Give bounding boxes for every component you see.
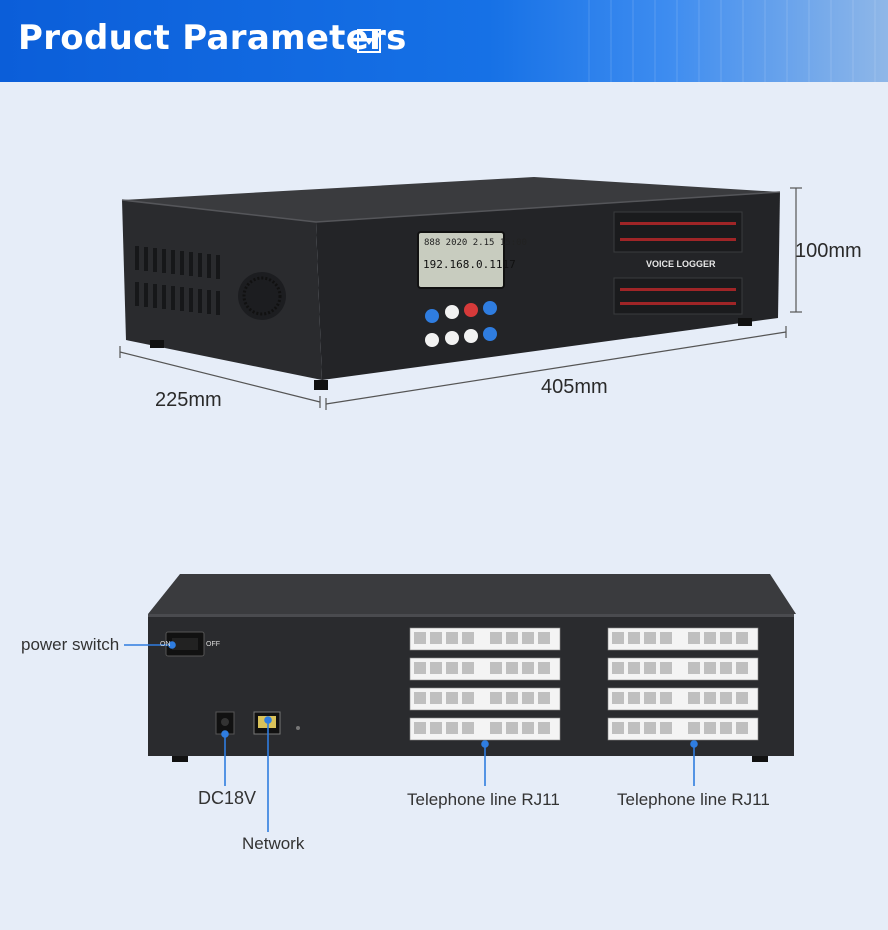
lcd-line-1: 888 2020 2.15 15:00 [424, 238, 527, 248]
switch-on-label: ON [160, 641, 171, 648]
callout-dc: DC18V [198, 788, 257, 808]
page-title: Product Parameters [18, 18, 407, 58]
switch-off-label: OFF [206, 641, 220, 648]
callout-telephone-left: Telephone line RJ11 [407, 790, 560, 809]
width-dimension: 405mm [541, 376, 608, 398]
depth-dimension: 225mm [155, 389, 222, 411]
callout-power-switch: power switch [21, 635, 120, 654]
height-dimension: 100mm [795, 240, 862, 262]
panel-label: VOICE LOGGER [646, 259, 716, 269]
callout-network: Network [242, 834, 305, 853]
chevron-down-icon[interactable] [357, 29, 381, 53]
lcd-display [417, 231, 505, 289]
lcd-line-2: 192.168.0.1117 [423, 258, 516, 271]
callout-telephone-right: Telephone line RJ11 [617, 790, 770, 809]
header-decoration [588, 0, 888, 82]
header-banner: Product Parameters [0, 0, 888, 82]
